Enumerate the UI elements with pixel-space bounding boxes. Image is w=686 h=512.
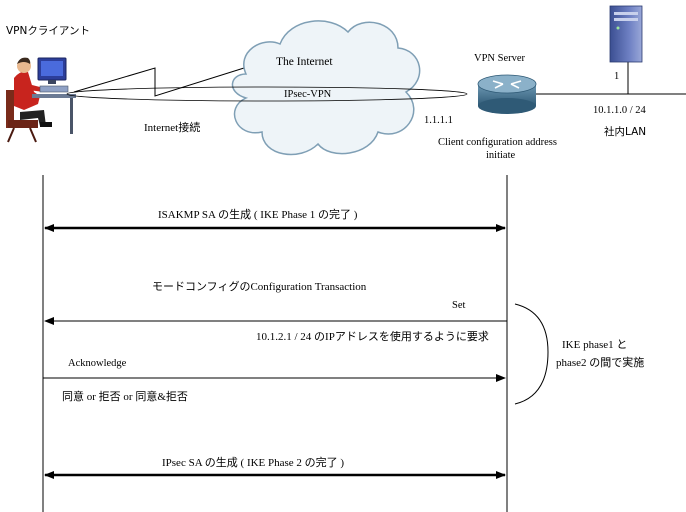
ipsec-label: IPsec SA の生成 ( IKE Phase 2 の完了 ) [162,455,344,469]
modecfg-label: モードコンフィグのConfiguration Transaction [152,279,367,293]
server-label: VPN Server [474,53,526,64]
cloud-icon [231,20,421,156]
acknowledge-label: Acknowledge [68,358,127,369]
client-config-line1: Client configuration address [438,137,557,148]
person-at-computer-icon [6,57,76,143]
phase-bracket [514,303,549,405]
client-config-line2: initiate [486,150,515,161]
router-icon [477,74,537,114]
consent-label: 同意 or 拒否 or 同意&拒否 [62,389,188,403]
connection-label: Internet接続 [144,120,200,134]
set-label: Set [452,300,466,311]
lan-subnet: 10.1.1.0 / 24 [593,105,647,116]
ipsec-tunnel [66,86,468,102]
tunnel-label: IPsec-VPN [284,89,332,100]
lan-port-label: 1 [614,71,619,82]
internet-label: The Internet [276,56,333,68]
lan-label: 社内LAN [604,125,646,138]
request-label: 10.1.2.1 / 24 のIPアドレスを使用するように要求 [256,330,489,343]
between-line1: IKE phase1 と [562,338,627,351]
client-label: VPNクライアント [6,25,90,37]
between-line2: phase2 の間で実施 [556,355,644,369]
isakmp-label: ISAKMP SA の生成 ( IKE Phase 1 の完了 ) [158,207,358,221]
internet-connection-line [73,67,245,97]
server-tower-icon [609,5,643,63]
server-ip: 1.1.1.1 [424,115,453,126]
